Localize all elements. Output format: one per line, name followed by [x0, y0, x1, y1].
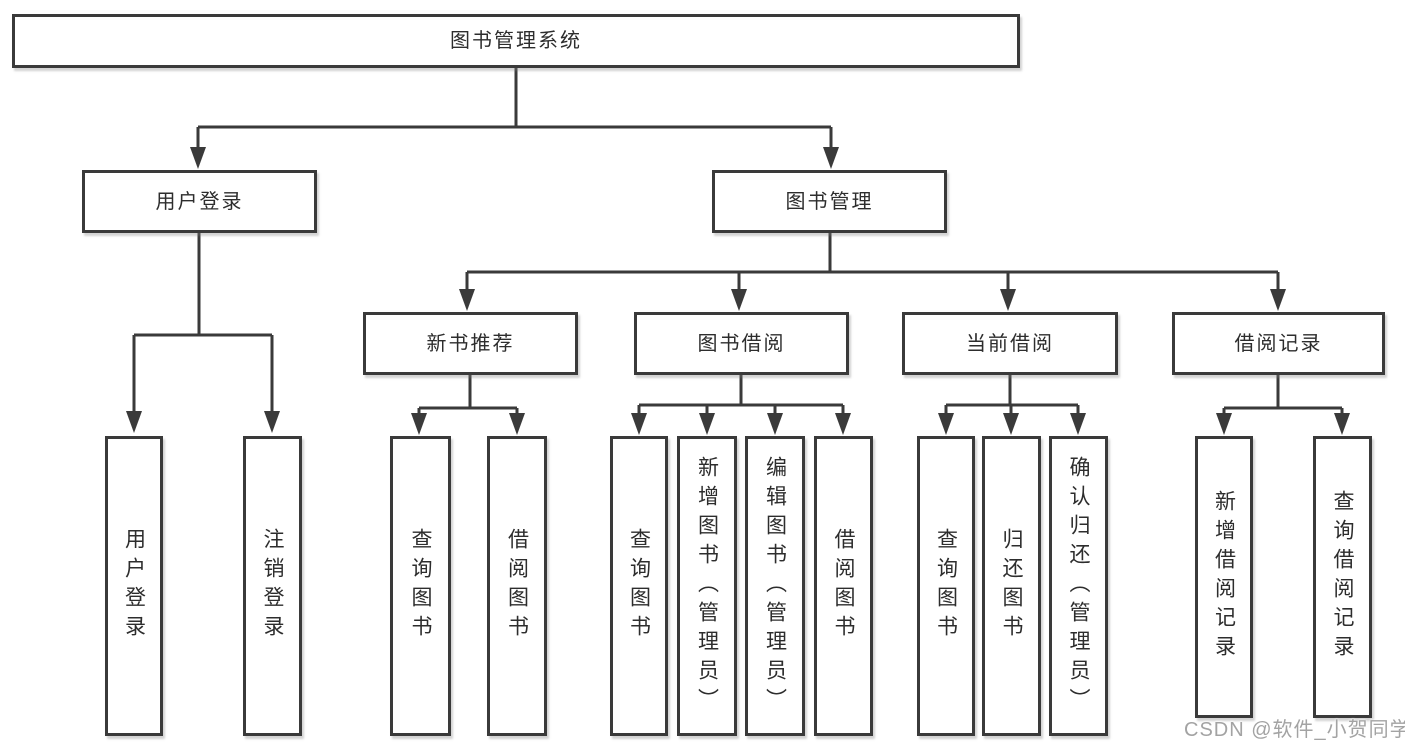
leaf-return-books: 归还图书 — [982, 436, 1041, 736]
node-current-borrow-label: 当前借阅 — [966, 332, 1054, 355]
leaf-borrow-books-recommend-label: 借阅图书 — [505, 528, 529, 644]
node-book-management: 图书管理 — [712, 170, 947, 233]
node-user-login-label: 用户登录 — [155, 190, 244, 213]
node-book-borrow: 图书借阅 — [634, 312, 849, 375]
leaf-borrow-books-label: 借阅图书 — [832, 528, 855, 644]
node-book-borrow-label: 图书借阅 — [697, 332, 786, 355]
leaf-user-login-label: 用户登录 — [122, 528, 146, 644]
leaf-confirm-return-admin-label: 确认归还（管理员） — [1067, 455, 1090, 717]
node-new-book-recommend-label: 新书推荐 — [426, 332, 515, 355]
leaf-add-book-admin: 新增图书（管理员） — [677, 436, 737, 736]
node-book-management-label: 图书管理 — [785, 190, 874, 213]
node-user-login: 用户登录 — [82, 170, 317, 233]
node-borrow-records-label: 借阅记录 — [1234, 332, 1323, 355]
leaf-query-borrow-record-label: 查询借阅记录 — [1331, 490, 1354, 664]
leaf-query-books-borrow: 查询图书 — [610, 436, 668, 736]
leaf-add-borrow-record-label: 新增借阅记录 — [1212, 490, 1236, 664]
leaf-query-books-current-label: 查询图书 — [934, 528, 958, 644]
leaf-add-borrow-record: 新增借阅记录 — [1195, 436, 1253, 718]
node-new-book-recommend: 新书推荐 — [363, 312, 578, 375]
leaf-logout-label: 注销登录 — [261, 528, 284, 644]
leaf-query-books-current: 查询图书 — [917, 436, 975, 736]
leaf-query-books-recommend-label: 查询图书 — [409, 528, 432, 644]
leaf-add-book-admin-label: 新增图书（管理员） — [695, 455, 719, 717]
node-borrow-records: 借阅记录 — [1172, 312, 1385, 375]
csdn-watermark: CSDN @软件_小贺同学 — [1184, 719, 1405, 741]
leaf-return-books-label: 归还图书 — [1000, 528, 1023, 644]
node-root-system-label: 图书管理系统 — [450, 30, 582, 52]
leaf-borrow-books-recommend: 借阅图书 — [487, 436, 547, 736]
leaf-query-books-borrow-label: 查询图书 — [627, 528, 651, 644]
node-root-system: 图书管理系统 — [12, 14, 1020, 68]
leaf-edit-book-admin: 编辑图书（管理员） — [745, 436, 805, 736]
leaf-confirm-return-admin: 确认归还（管理员） — [1049, 436, 1108, 736]
leaf-query-books-recommend: 查询图书 — [390, 436, 451, 736]
leaf-query-borrow-record: 查询借阅记录 — [1313, 436, 1372, 718]
leaf-borrow-books: 借阅图书 — [814, 436, 873, 736]
leaf-logout: 注销登录 — [243, 436, 302, 736]
leaf-edit-book-admin-label: 编辑图书（管理员） — [763, 455, 787, 717]
leaf-user-login: 用户登录 — [105, 436, 163, 736]
node-current-borrow: 当前借阅 — [902, 312, 1118, 375]
